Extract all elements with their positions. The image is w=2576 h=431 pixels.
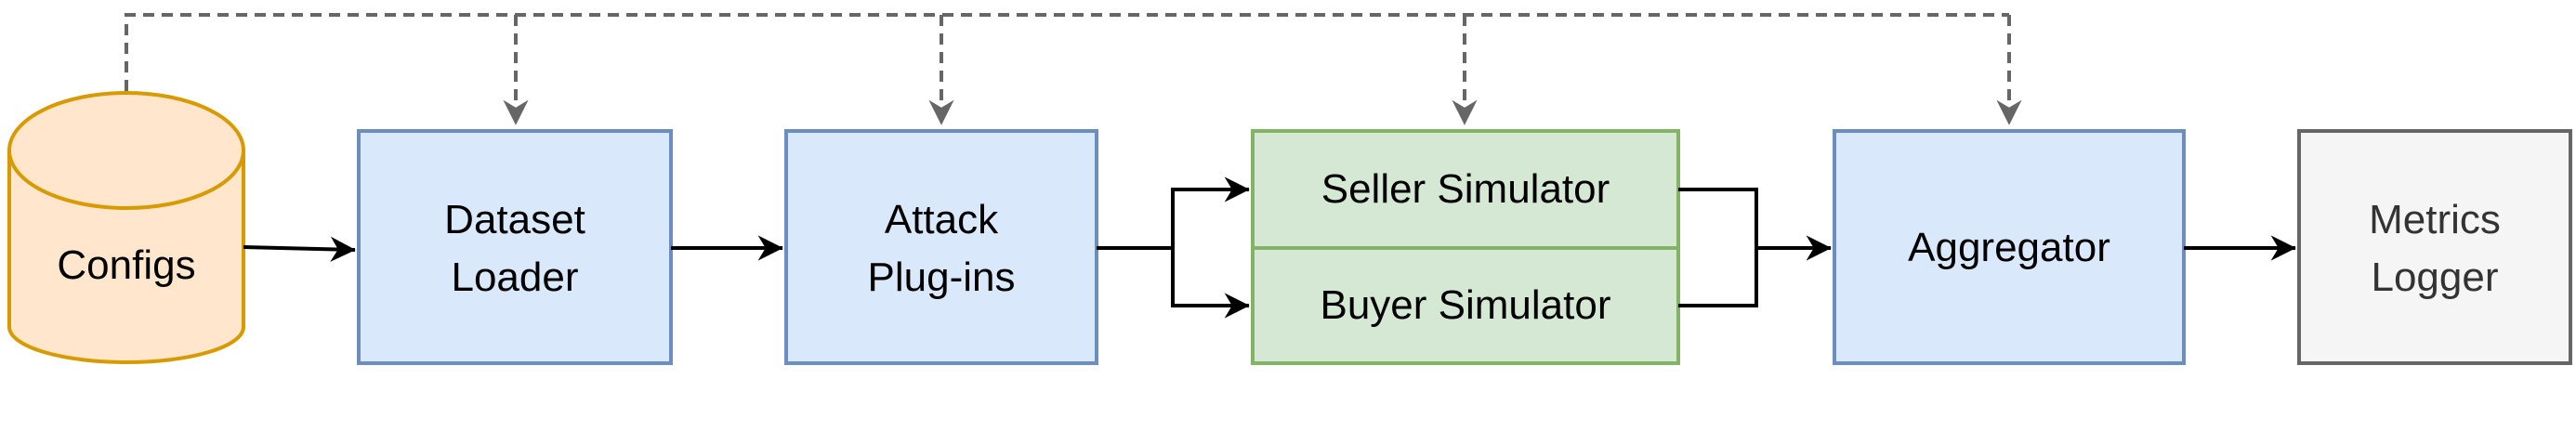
configs-label: Configs	[57, 242, 195, 288]
configs-cylinder-top	[7, 91, 245, 210]
configs-node[interactable]: Configs	[7, 91, 245, 364]
dataset-loader-label-line1: Dataset	[444, 197, 585, 242]
attack-plugins-label-line1: Attack	[885, 197, 999, 242]
aggregator-box	[1833, 129, 2186, 365]
attack-plugins-label-line2: Plug-ins	[868, 255, 1016, 300]
aggregator-node[interactable]: Aggregator	[1833, 129, 2186, 365]
metrics-logger-node[interactable]: Metrics Logger	[2297, 129, 2572, 365]
metrics-logger-label-line1: Metrics	[2369, 197, 2501, 242]
config-dashed-trunk	[125, 13, 2009, 91]
attack-plugins-to-buyer-simulator-edge	[1171, 248, 1250, 319]
dataset-loader-box	[357, 129, 673, 365]
attack-plugins-node[interactable]: Attack Plug-ins	[784, 129, 1098, 365]
seller-simulator-box	[1251, 129, 1680, 250]
buyer-simulator-box	[1251, 246, 1680, 365]
configs-to-dataset-loader-edge	[243, 236, 356, 262]
attack-plugins-box	[784, 129, 1098, 365]
attack-plugins-to-seller-simulator-edge	[1171, 176, 1250, 248]
metrics-logger-label-line2: Logger	[2371, 255, 2498, 300]
aggregator-label: Aggregator	[1908, 225, 2110, 270]
seller-simulator-to-aggregator-edge	[1678, 188, 1758, 248]
flow-edges	[243, 176, 2296, 319]
dataset-loader-label-line2: Loader	[451, 255, 578, 300]
metrics-logger-box	[2297, 129, 2572, 365]
configs-cylinder-body	[7, 150, 245, 364]
buyer-simulator-node[interactable]: Buyer Simulator	[1251, 246, 1680, 365]
config-distribution-edges	[125, 13, 2022, 125]
simulators-group: Seller Simulator Buyer Simulator	[1251, 129, 1680, 365]
dataset-loader-node[interactable]: Dataset Loader	[357, 129, 673, 365]
seller-simulator-node[interactable]: Seller Simulator	[1251, 129, 1680, 250]
seller-simulator-label: Seller Simulator	[1321, 166, 1610, 212]
buyer-simulator-label: Buyer Simulator	[1320, 282, 1610, 328]
buyer-simulator-to-aggregator-edge	[1678, 248, 1758, 307]
